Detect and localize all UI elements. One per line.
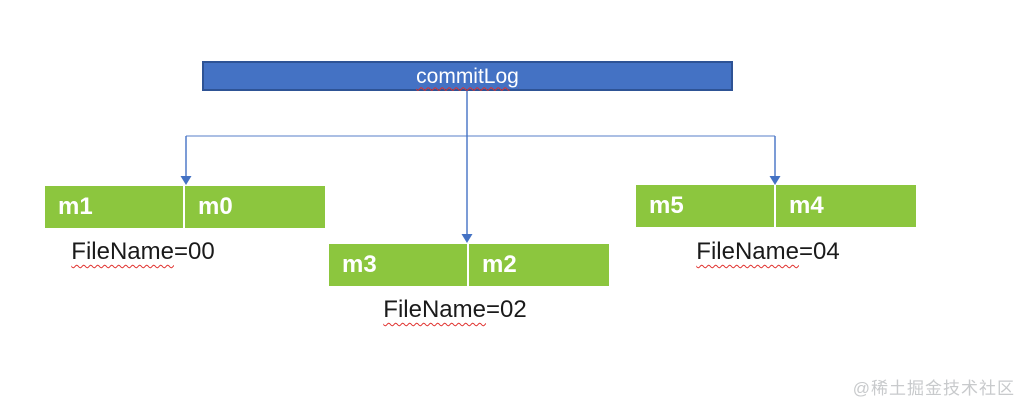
message-cell: m0: [185, 186, 325, 228]
message-cell: m5: [636, 185, 776, 227]
message-label: m5: [649, 192, 684, 219]
segment-box-file04: m5 m4: [636, 185, 916, 227]
arrowhead-left-icon: [180, 176, 192, 185]
message-label: m2: [482, 251, 517, 278]
message-cell: m4: [776, 185, 916, 227]
message-label: m1: [58, 193, 93, 220]
commitlog-box: commitLog: [202, 61, 733, 91]
arrowhead-center-icon: [461, 234, 473, 243]
file-name-label-00: FileName=00: [13, 240, 273, 264]
message-label: m4: [789, 192, 824, 219]
file-name-label-04: FileName=04: [638, 240, 898, 264]
file-name-suffix: =04: [798, 238, 840, 265]
file-name-word: FileName: [383, 296, 486, 323]
watermark-text: @稀土掘金技术社区: [852, 379, 1015, 398]
segment-box-file02: m3 m2: [329, 244, 609, 286]
file-name-suffix: =00: [173, 238, 215, 265]
segment-box-file00: m1 m0: [45, 186, 325, 228]
message-cell: m1: [45, 186, 185, 228]
arrowhead-right-icon: [769, 176, 781, 185]
commitlog-label: commitLog: [416, 64, 519, 88]
file-name-word: FileName: [71, 238, 174, 265]
message-cell: m2: [469, 244, 609, 286]
message-label: m0: [198, 193, 233, 220]
file-name-word: FileName: [696, 238, 799, 265]
file-name-label-02: FileName=02: [325, 298, 585, 322]
message-cell: m3: [329, 244, 469, 286]
message-label: m3: [342, 251, 377, 278]
file-name-suffix: =02: [485, 296, 527, 323]
